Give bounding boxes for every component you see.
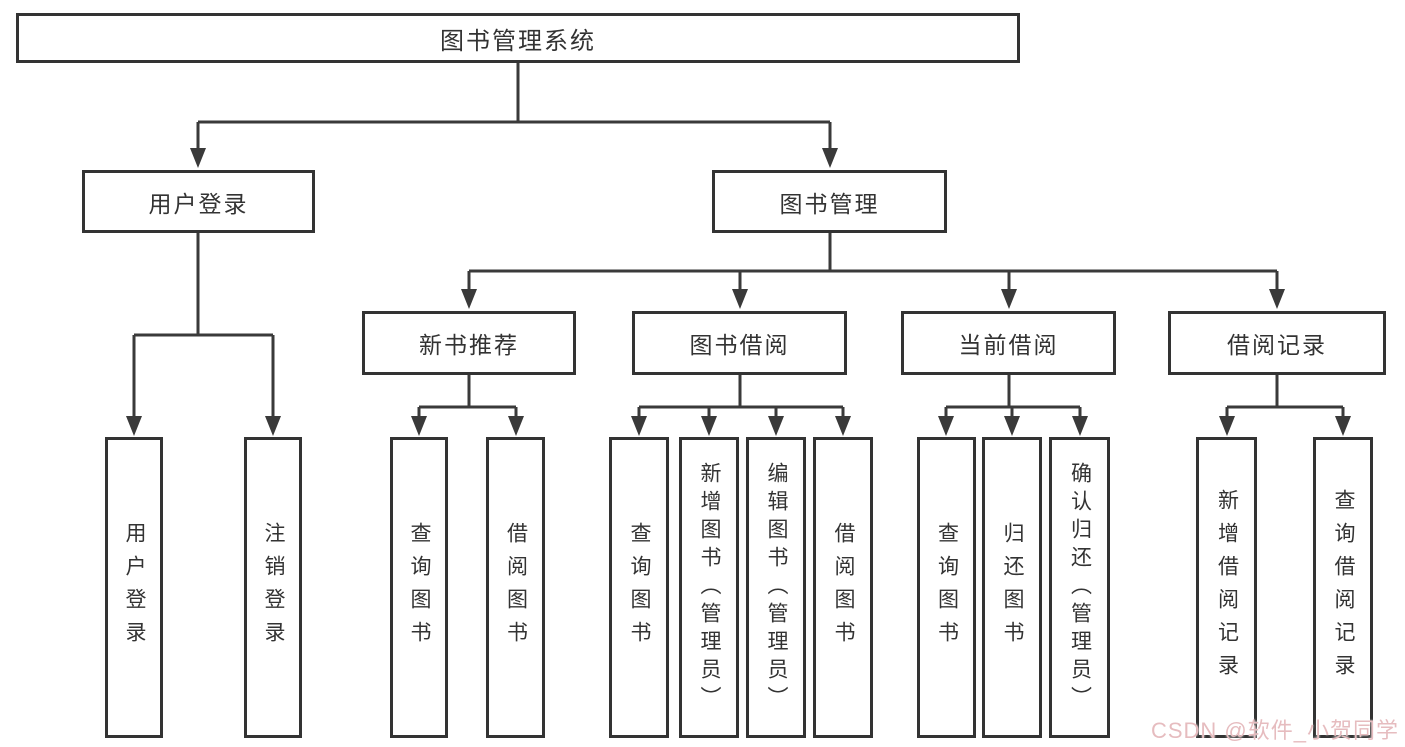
node-label: 新增借阅记录 [1215, 488, 1239, 687]
node-book-management: 图书管理 [712, 170, 947, 233]
node-borrow-record: 借阅记录 [1168, 311, 1386, 375]
node-label: 当前借阅 [958, 332, 1059, 358]
leaf-bb-add-book-admin: 新增图书（管理员） [679, 437, 739, 738]
node-label: 用户登录 [123, 521, 146, 654]
node-label: 图书管理系统 [440, 27, 596, 55]
node-label: 确认归还（管理员） [1068, 461, 1092, 714]
leaf-bb-borrow-book: 借阅图书 [813, 437, 873, 738]
node-label: 图书借阅 [689, 332, 790, 358]
connector-lines [132, 63, 1345, 418]
node-label: 借阅记录 [1227, 332, 1327, 358]
node-label: 查询图书 [408, 521, 431, 654]
node-book-borrow: 图书借阅 [632, 311, 847, 375]
leaf-cb-confirm-return-admin: 确认归还（管理员） [1049, 437, 1110, 738]
leaf-logout: 注销登录 [244, 437, 302, 738]
node-label: 查询图书 [935, 521, 959, 654]
leaf-cb-query-book: 查询图书 [917, 437, 976, 738]
leaf-nb-borrow-book: 借阅图书 [486, 437, 545, 738]
node-label: 归还图书 [1001, 521, 1024, 654]
node-label: 查询图书 [628, 521, 651, 654]
node-label: 查询借阅记录 [1332, 488, 1355, 687]
node-new-book-recommend: 新书推荐 [362, 311, 576, 375]
node-label: 借阅图书 [504, 521, 528, 654]
node-current-borrow: 当前借阅 [901, 311, 1116, 375]
leaf-nb-query-book: 查询图书 [390, 437, 448, 738]
node-label: 借阅图书 [832, 521, 855, 654]
csdn-watermark: CSDN @软件_小贺同学 [1150, 718, 1399, 743]
node-library-management-system: 图书管理系统 [16, 13, 1020, 63]
leaf-cb-return-book: 归还图书 [982, 437, 1042, 738]
node-label: 新书推荐 [419, 332, 519, 358]
leaf-bb-query-book: 查询图书 [609, 437, 669, 738]
leaf-user-login: 用户登录 [105, 437, 163, 738]
node-label: 新增图书（管理员） [698, 461, 721, 714]
node-label: 注销登录 [262, 521, 285, 654]
node-label: 编辑图书（管理员） [765, 461, 788, 714]
leaf-bb-edit-book-admin: 编辑图书（管理员） [746, 437, 806, 738]
node-user-login: 用户登录 [82, 170, 315, 233]
node-label: 图书管理 [779, 190, 880, 217]
leaf-br-add-record: 新增借阅记录 [1196, 437, 1257, 738]
connector-arrowheads [126, 148, 1351, 436]
node-label: 用户登录 [148, 190, 249, 217]
leaf-br-query-record: 查询借阅记录 [1313, 437, 1373, 738]
